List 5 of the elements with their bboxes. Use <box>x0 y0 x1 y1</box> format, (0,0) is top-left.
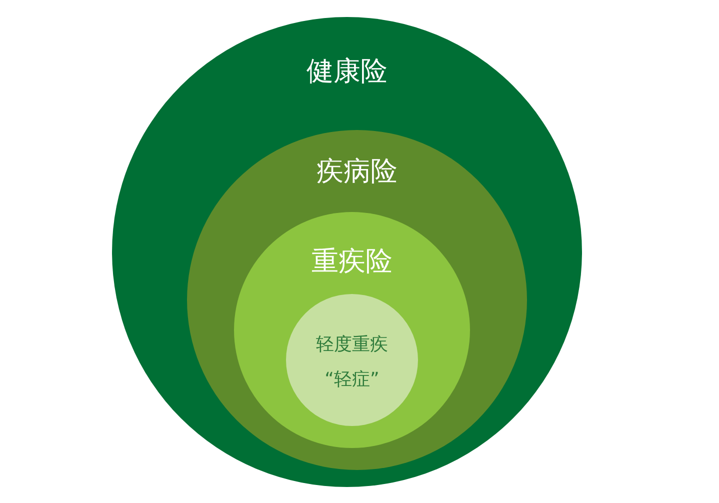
circle-label: 重疾险 <box>312 248 392 275</box>
circle-label: 轻度重疾 <box>316 336 388 354</box>
circle-label: 疾病险 <box>316 158 398 185</box>
circle-label: “轻症” <box>324 371 380 389</box>
circle-label: 健康险 <box>306 58 388 85</box>
